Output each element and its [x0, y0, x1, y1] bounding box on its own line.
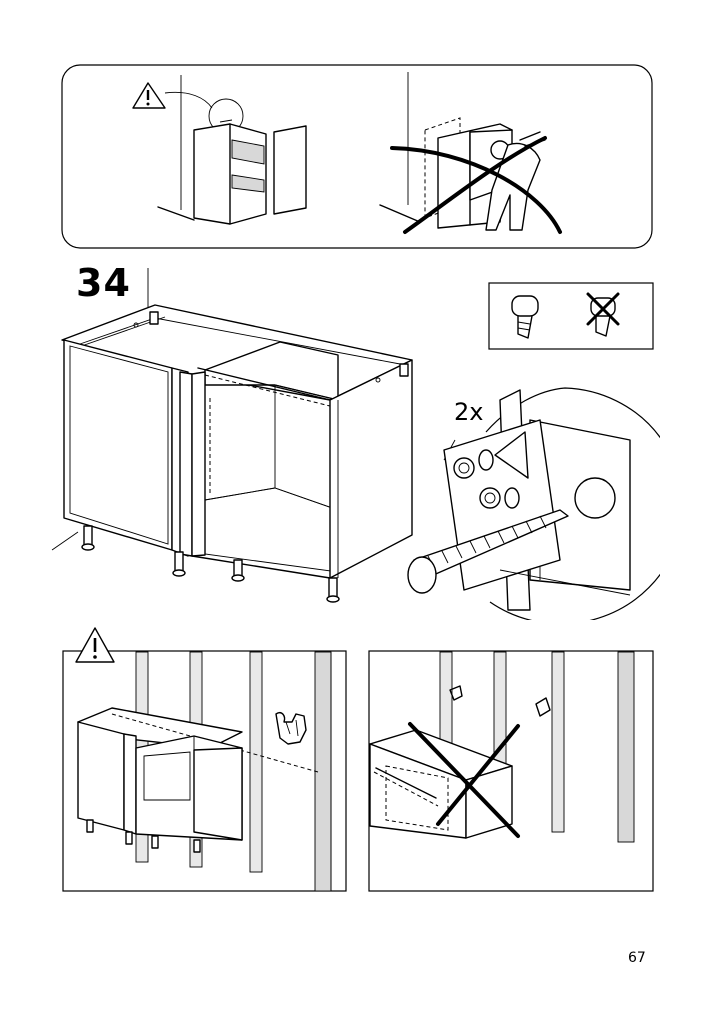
bracket-screw-detail — [407, 387, 660, 620]
cross-out-icon — [390, 146, 562, 234]
cabinet-legs — [81, 525, 340, 603]
hand-pointing-icon — [275, 712, 307, 745]
step-number: 34 — [76, 261, 131, 305]
quantity-label: 2x — [454, 398, 484, 426]
screw-type-box — [488, 282, 654, 350]
wall-mounting-prohibited-panel — [368, 650, 654, 892]
cabinet-correct-illustration — [157, 98, 307, 225]
lift-prohibited-illustration — [379, 117, 562, 234]
warning-triangle-icon — [132, 82, 166, 109]
cross-out-icon — [408, 722, 520, 838]
wall-mounting-correct-panel — [62, 627, 347, 892]
cabinet-door — [63, 339, 173, 551]
wrong-screw-icon — [449, 685, 551, 717]
page-number: 67 — [628, 950, 646, 966]
wrong-screw-icon — [586, 292, 620, 337]
warning-triangle-icon — [75, 627, 115, 663]
top-warning-panel — [61, 64, 653, 249]
top-panel-frame — [61, 64, 653, 249]
screw-head-icon — [511, 295, 539, 339]
corner-cabinet-assembly — [51, 268, 413, 603]
